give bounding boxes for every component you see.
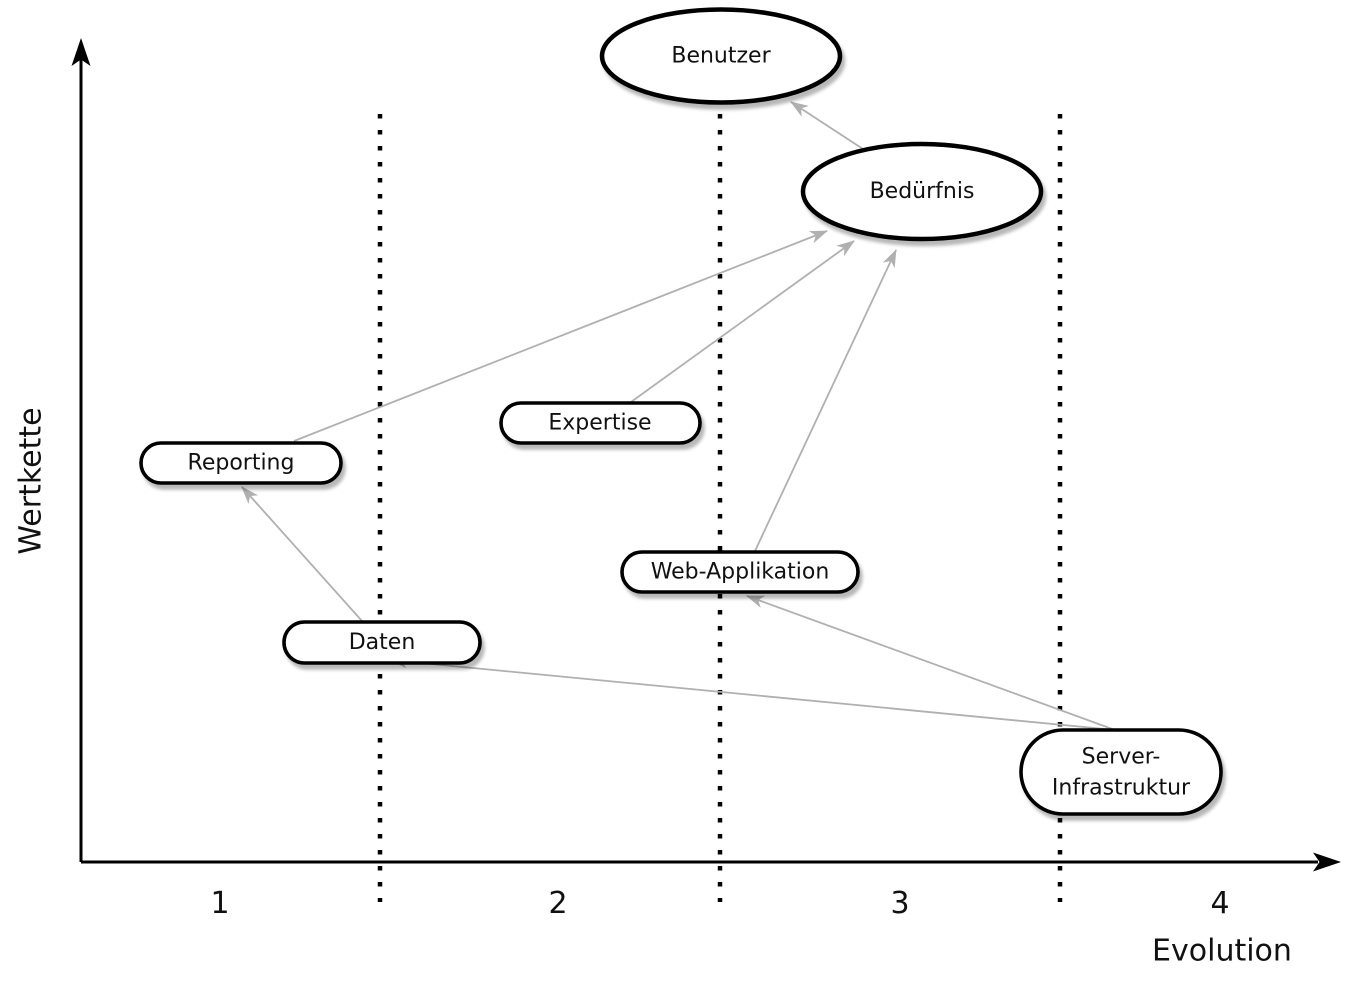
node-reporting: Reporting bbox=[139, 441, 343, 485]
edge-beduerfnis-benutzer bbox=[790, 101, 864, 150]
node-daten: Daten bbox=[282, 620, 482, 665]
node-server-label-line1: Server- bbox=[1082, 745, 1161, 770]
node-reporting-label: Reporting bbox=[188, 451, 295, 476]
node-beduerfnis: Bedürfnis bbox=[800, 141, 1044, 242]
node-server-infrastruktur: Server- Infrastruktur bbox=[1019, 728, 1223, 816]
y-axis-arrowhead-icon bbox=[71, 38, 91, 66]
edge-daten-reporting bbox=[241, 486, 363, 622]
x-axis-arrowhead-icon bbox=[1313, 852, 1341, 872]
edge-server-webapp bbox=[746, 595, 1116, 731]
node-benutzer-label: Benutzer bbox=[671, 44, 771, 69]
node-server-label-line2: Infrastruktur bbox=[1052, 776, 1191, 801]
node-webapp-label: Web-Applikation bbox=[651, 560, 830, 585]
node-beduerfnis-label: Bedürfnis bbox=[870, 179, 975, 204]
x-tick-2: 2 bbox=[548, 886, 567, 921]
edge-server-daten bbox=[389, 655, 1116, 731]
x-tick-4: 4 bbox=[1210, 886, 1229, 921]
edge-reporting-beduerfnis bbox=[293, 230, 828, 442]
y-axis-title: Wertkette bbox=[14, 407, 49, 554]
x-tick-1: 1 bbox=[210, 886, 229, 921]
node-expertise-label: Expertise bbox=[548, 411, 651, 436]
edge-expertise-beduerfnis bbox=[630, 240, 855, 403]
node-expertise: Expertise bbox=[499, 401, 702, 445]
x-tick-3: 3 bbox=[890, 886, 909, 921]
node-webapp: Web-Applikation bbox=[620, 550, 860, 594]
x-axis-title: Evolution bbox=[1152, 934, 1292, 969]
edge-webapp-beduerfnis bbox=[754, 249, 897, 552]
node-daten-label: Daten bbox=[349, 630, 416, 655]
node-benutzer: Benutzer bbox=[599, 7, 843, 105]
